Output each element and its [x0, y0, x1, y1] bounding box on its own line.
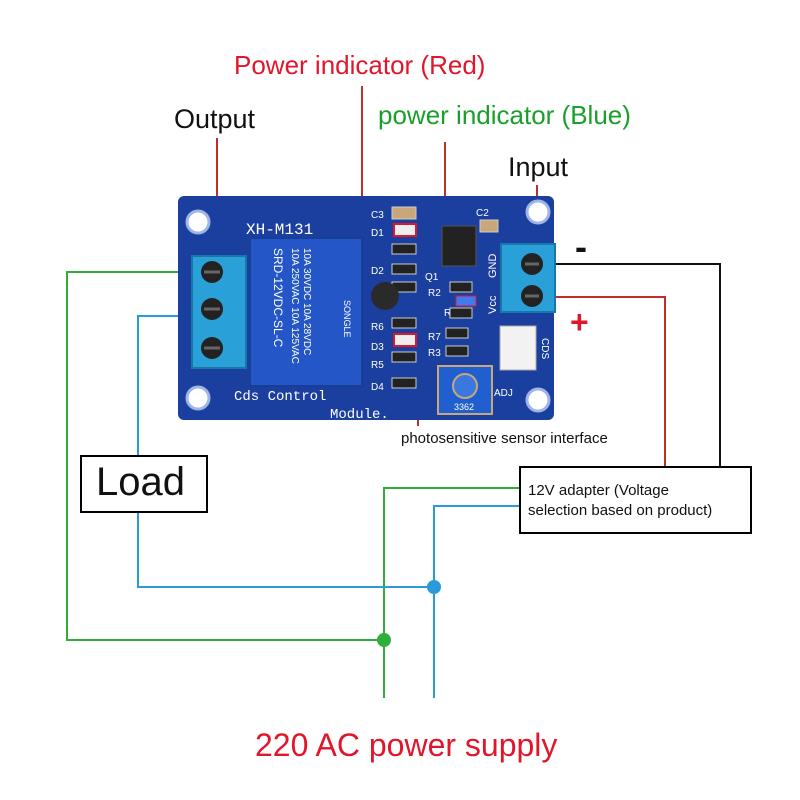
svg-text:R3: R3	[428, 348, 441, 359]
blue-wire-adapter	[433, 505, 520, 587]
input-terminal-block	[500, 243, 556, 313]
plus-sign: +	[570, 304, 589, 340]
blue-wire-load	[137, 512, 435, 698]
output-terminal-block	[191, 255, 247, 369]
power-indicator-blue-label: power indicator (Blue)	[378, 100, 631, 130]
board-name-line2: Module.	[330, 407, 389, 423]
black-wire-gnd	[535, 263, 721, 466]
sensor-interface-label: photosensitive sensor interface	[401, 430, 608, 447]
adapter-label-line2: selection based on product)	[528, 502, 713, 519]
svg-text:R2: R2	[428, 288, 441, 299]
relay: 10A 250VAC 10A 125VAC 10A 30VDC 10A 28VD…	[249, 237, 363, 387]
adj-label: ADJ	[494, 388, 513, 399]
svg-text:SONGLE: SONGLE	[342, 300, 352, 338]
pcb-board: 10A 250VAC 10A 125VAC 10A 30VDC 10A 28VD…	[178, 196, 556, 423]
svg-text:D2: D2	[371, 266, 384, 277]
pin-gnd: GND	[487, 254, 499, 279]
svg-text:C2: C2	[476, 208, 489, 219]
svg-text:D4: D4	[371, 382, 384, 393]
output-label: Output	[174, 104, 256, 134]
cds-label: CDS	[539, 338, 550, 359]
pin-vcc: Vcc	[487, 295, 499, 314]
svg-text:SRD-12VDC-SL-C: SRD-12VDC-SL-C	[271, 248, 285, 348]
blue-junction-dot	[427, 580, 441, 594]
board-model: XH-M131	[246, 221, 313, 239]
svg-text:10A 30VDC 10A 28VDC: 10A 30VDC 10A 28VDC	[301, 248, 312, 355]
green-junction-dot	[377, 633, 391, 647]
svg-text:3362: 3362	[454, 402, 474, 412]
load-label: Load	[96, 460, 185, 504]
red-wire-vcc	[535, 296, 666, 466]
svg-text:D1: D1	[371, 228, 384, 239]
svg-text:D3: D3	[371, 342, 384, 353]
svg-text:R5: R5	[371, 360, 384, 371]
load-box	[80, 455, 208, 513]
potentiometer: 3362	[437, 365, 493, 415]
cds-connector	[499, 325, 537, 371]
minus-sign: -	[575, 226, 587, 267]
svg-text:Q1: Q1	[425, 272, 439, 283]
svg-text:C3: C3	[371, 210, 384, 221]
ac-power-supply-label: 220 AC power supply	[255, 727, 558, 763]
adapter-label-line1: 12V adapter (Voltage	[528, 482, 669, 499]
svg-text:R7: R7	[428, 332, 441, 343]
smd-parts	[371, 206, 499, 389]
power-indicator-red-label: Power indicator (Red)	[234, 50, 486, 80]
board-name-line1: Cds Control	[234, 389, 326, 405]
component-labels: C3 D1 D2 Q1 R2 R4 R6 R7 D3 R3 R5 D4 C2	[371, 208, 489, 393]
svg-text:R6: R6	[371, 322, 384, 333]
green-wire-output	[66, 271, 385, 698]
input-label: Input	[508, 152, 569, 182]
adapter-box	[519, 466, 752, 534]
svg-text:10A 250VAC 10A 125VAC: 10A 250VAC 10A 125VAC	[289, 248, 300, 364]
green-wire-adapter	[383, 487, 520, 640]
